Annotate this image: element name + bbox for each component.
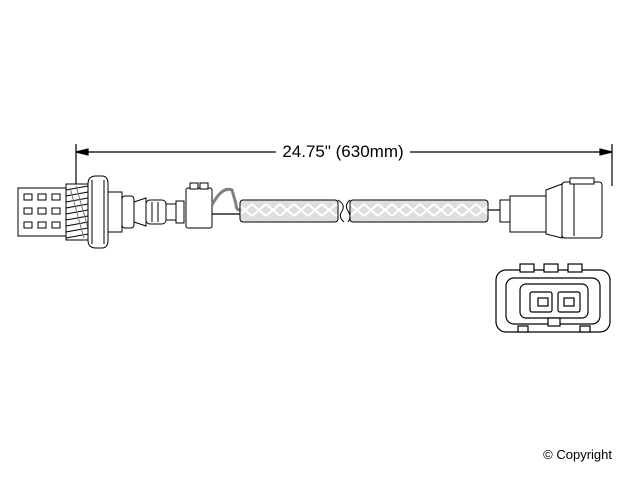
- copyright-notice: © Copyright: [543, 447, 612, 462]
- connector-side-view: [499, 177, 603, 239]
- gray-wire: [210, 187, 241, 212]
- sensor-hex-nut: [87, 175, 109, 249]
- sensor-probe-tip: [17, 187, 69, 237]
- dimension-line: [75, 144, 613, 186]
- wire-harness-left: [239, 199, 345, 223]
- connector-end-view: [495, 263, 611, 333]
- wire-harness-right: [345, 199, 489, 223]
- sensor-body: [107, 191, 185, 233]
- sensor-thread: [65, 183, 89, 241]
- wire-grommet: [185, 182, 213, 229]
